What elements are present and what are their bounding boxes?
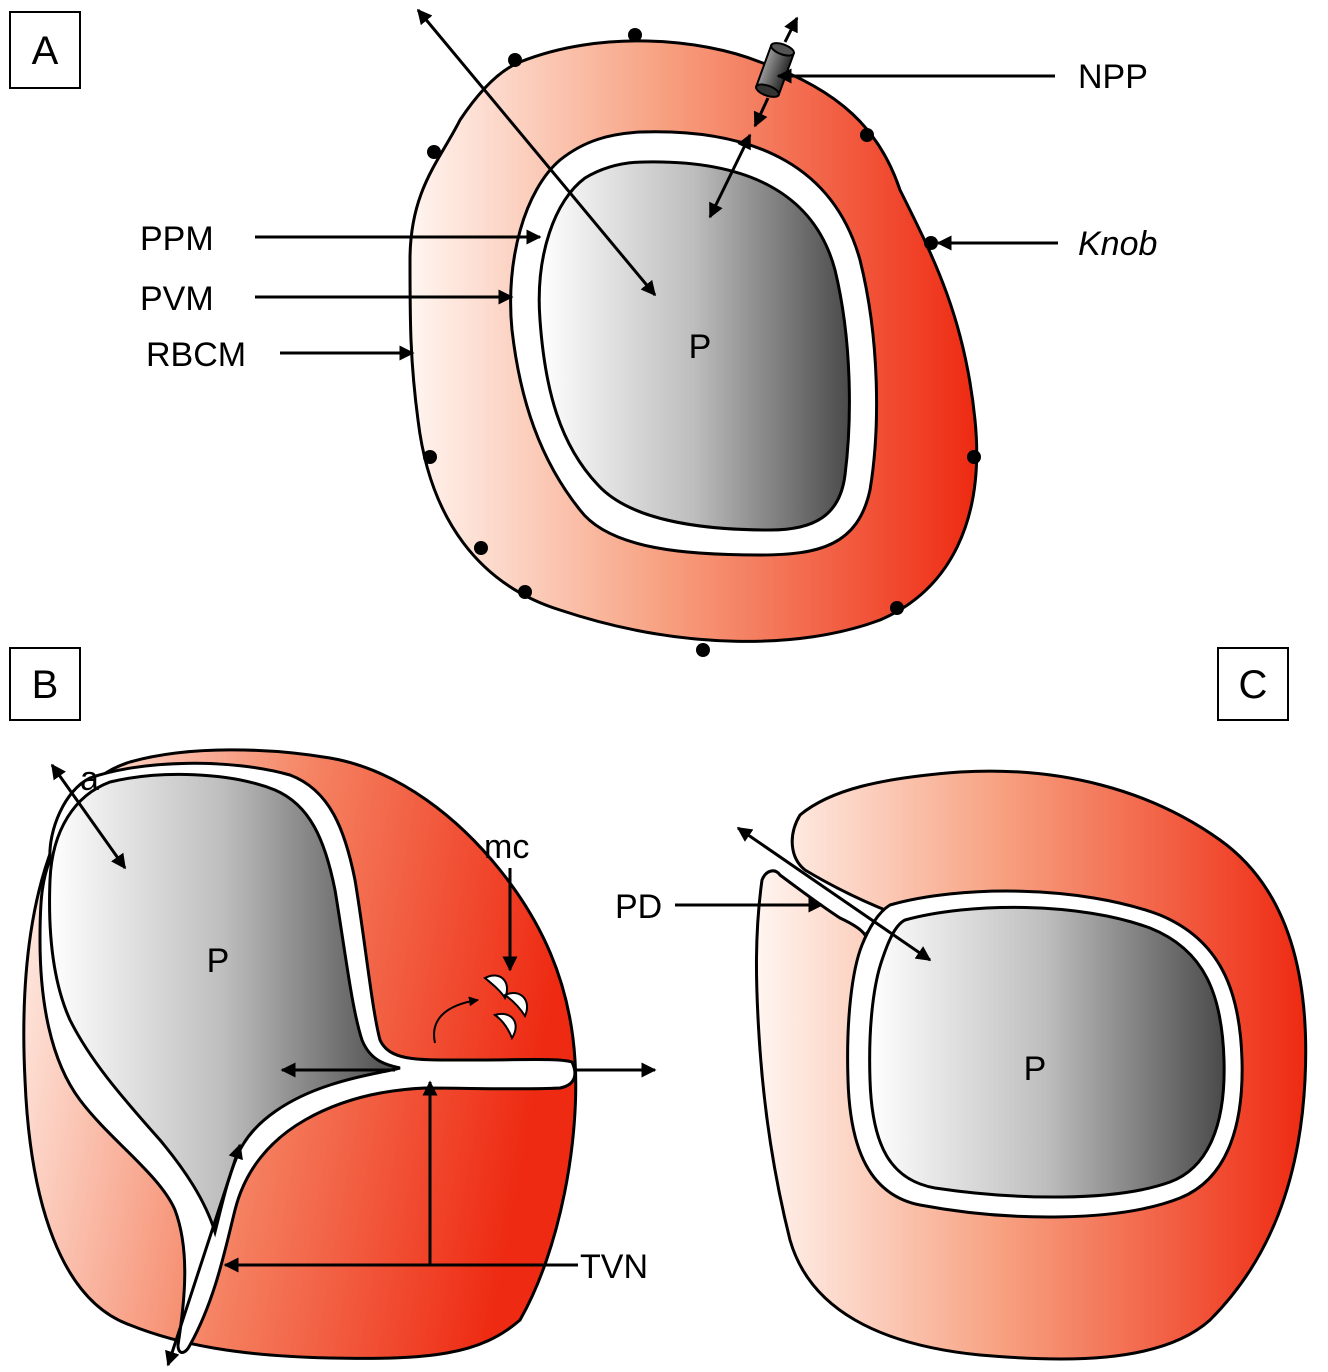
knob-dot <box>860 128 874 142</box>
knob-dot <box>696 643 710 657</box>
parasite-label-b: P <box>207 942 230 980</box>
npp-transport-arrow <box>785 18 797 42</box>
knob-dot <box>427 145 441 159</box>
panel-a: A P <box>10 10 1157 657</box>
panel-c-label: C <box>1239 663 1268 707</box>
knob-dot <box>890 601 904 615</box>
parasite-label-a: P <box>689 328 712 366</box>
knob-dot <box>924 236 938 250</box>
ppm-label: PPM <box>140 220 214 258</box>
pvm-label: PVM <box>140 280 214 318</box>
panel-a-label: A <box>32 29 59 73</box>
panel-b-label: B <box>32 663 59 707</box>
a-label: a <box>80 760 99 798</box>
knob-dot <box>518 585 532 599</box>
parasite-c <box>870 907 1224 1197</box>
knob-dot <box>967 450 981 464</box>
npp-label: NPP <box>1078 58 1148 96</box>
parasite-label-c: P <box>1024 1050 1047 1088</box>
pd-label: PD <box>615 888 662 926</box>
knob-dot <box>628 28 642 42</box>
rbcm-label: RBCM <box>146 336 246 374</box>
knob-label: Knob <box>1078 225 1157 263</box>
panel-c: C P PD <box>615 648 1306 1359</box>
knob-dot <box>508 53 522 67</box>
panel-b: B P a mc TVN <box>10 648 655 1365</box>
tvn-label: TVN <box>580 1248 648 1286</box>
mc-label: mc <box>484 828 529 866</box>
knob-dot <box>423 450 437 464</box>
knob-dot <box>474 541 488 555</box>
